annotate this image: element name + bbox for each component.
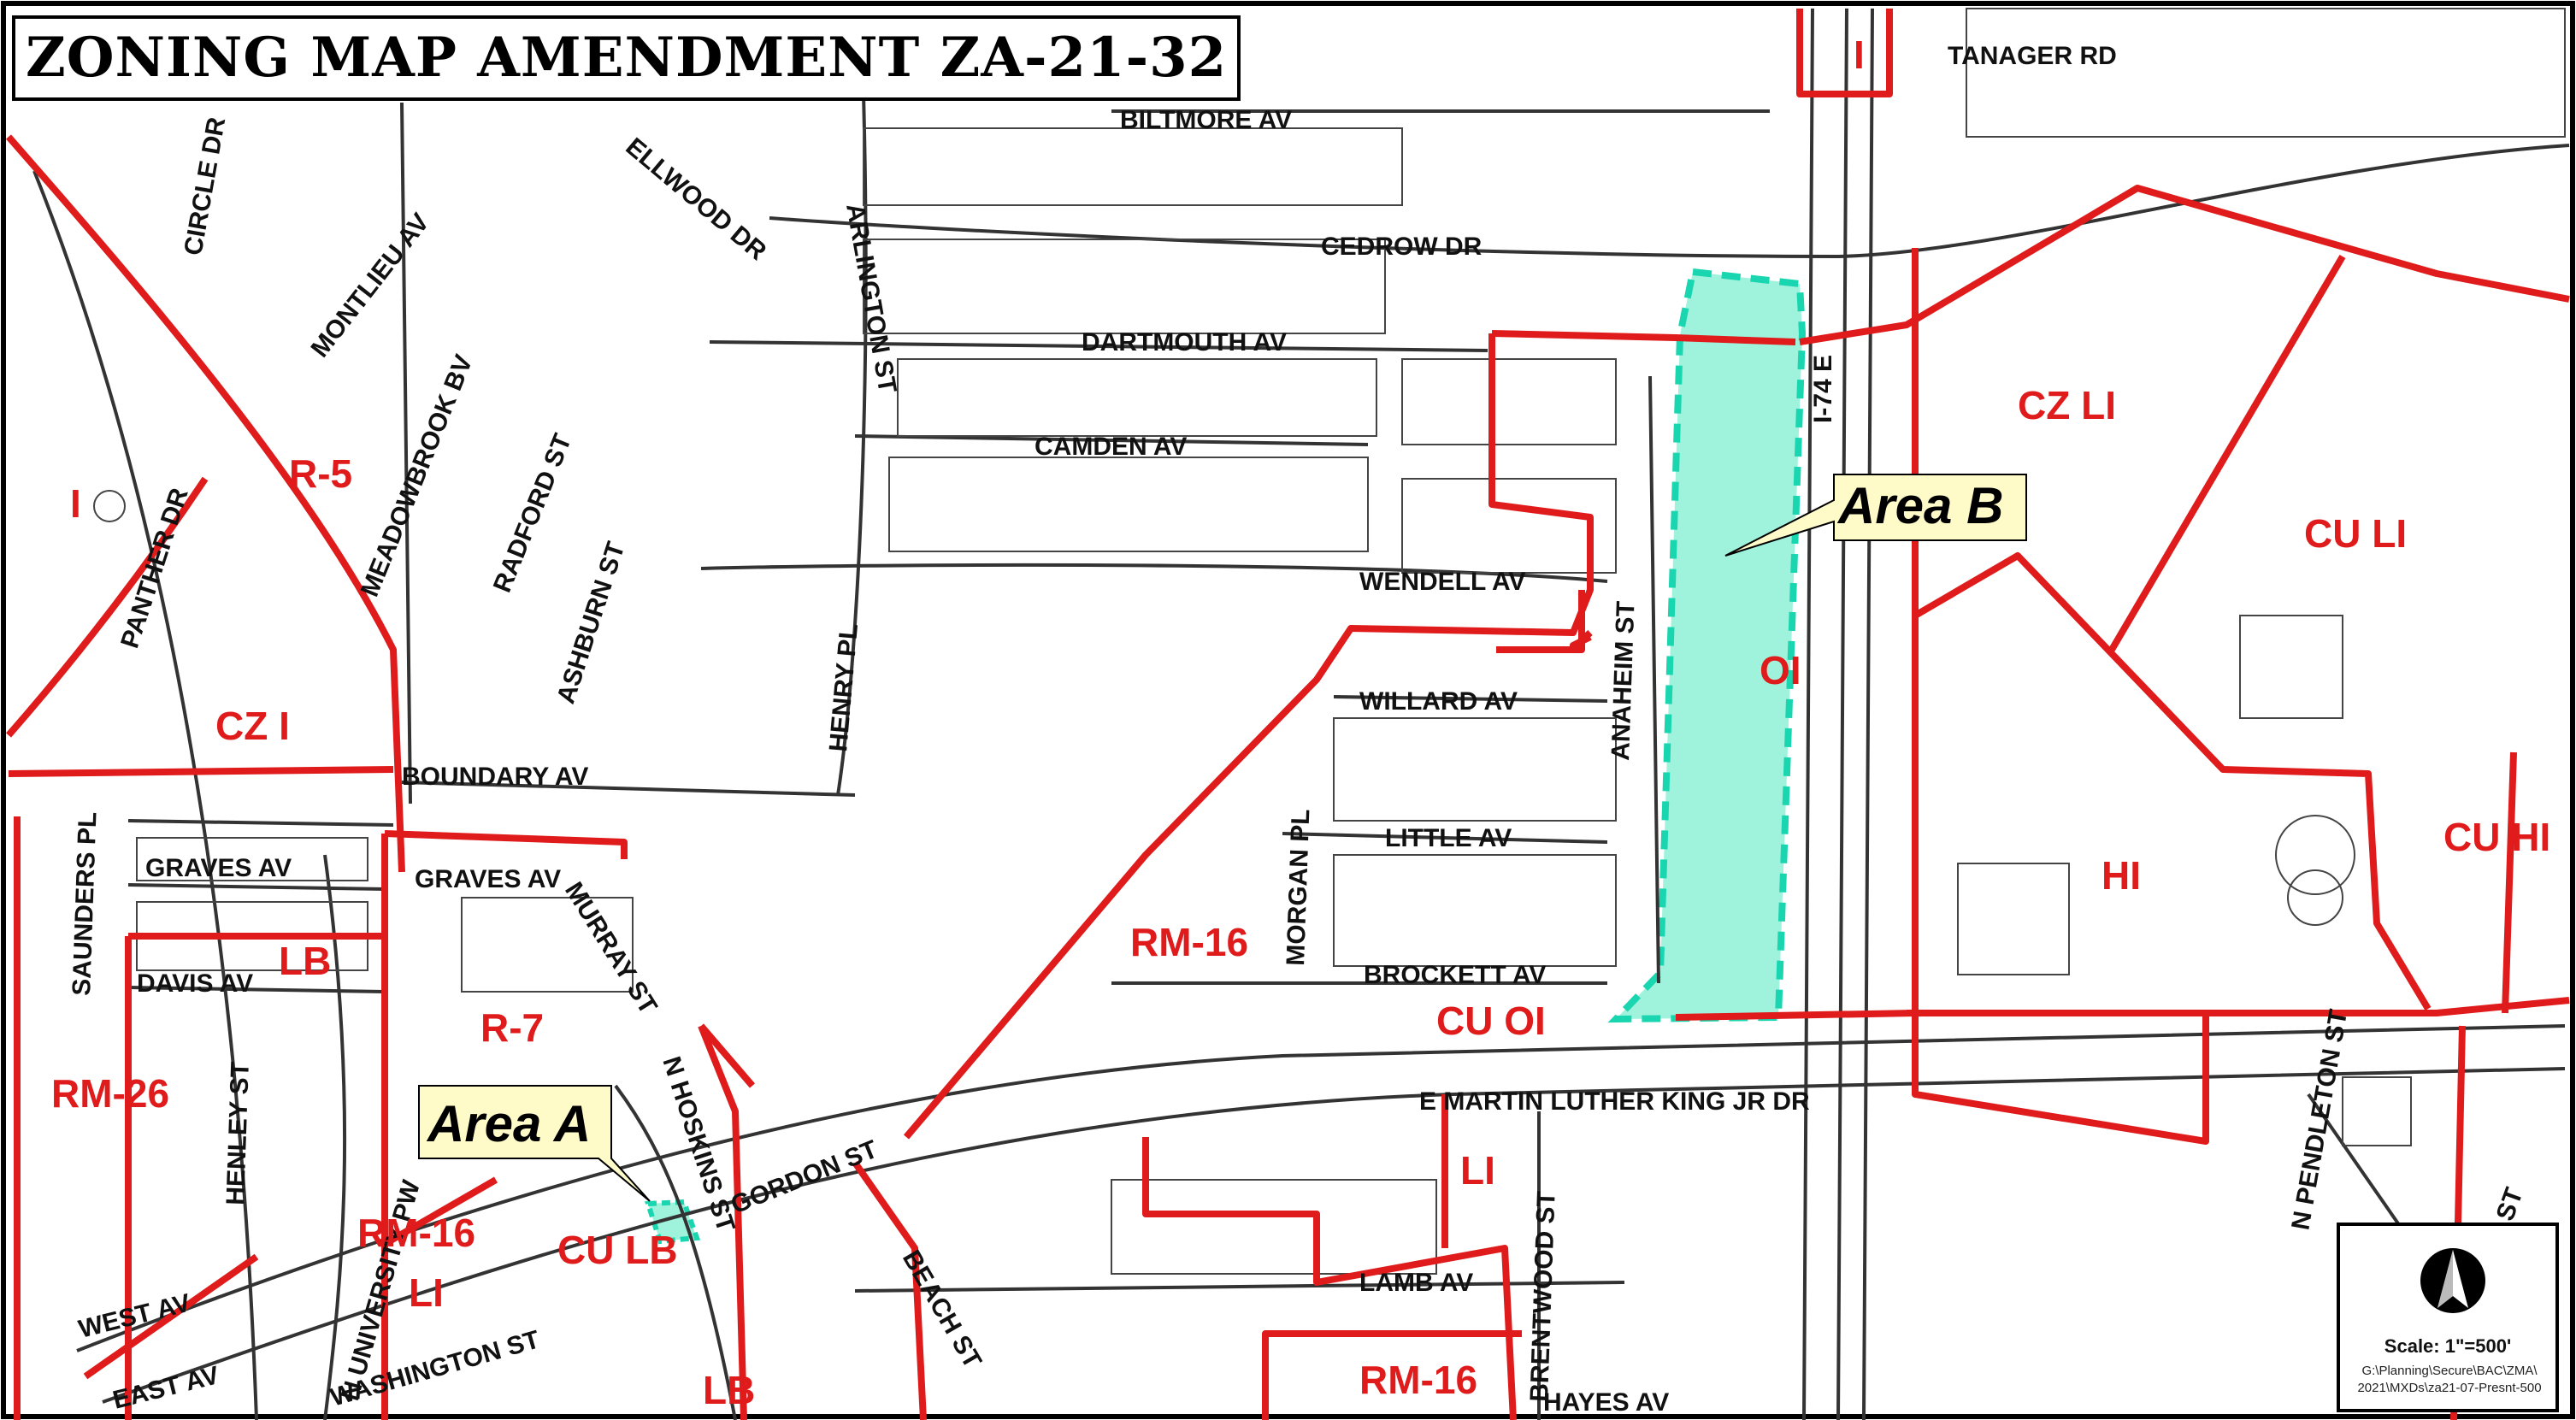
zone-label-hi: HI [2101,853,2141,898]
zone-label-rm16-bottom: RM-16 [1359,1358,1477,1402]
zone-label-i-top: I [1854,32,1865,77]
street-label-i74: I-74 E [1809,355,1837,423]
zone-label-r5: R-5 [289,451,352,496]
map-title: ZONING MAP AMENDMENT ZA-21-32 [12,15,1241,101]
street-label-boundary: BOUNDARY AV [402,763,588,791]
zone-labels: I R-5 I CZ I CZ LI CU LI OI HI CU HI RM-… [51,32,2550,1412]
zone-label-i-left: I [70,481,81,526]
zone-label-r7: R-7 [480,1005,544,1050]
street-label-camden: CAMDEN AV [1035,433,1187,461]
zone-label-li-mid: LI [1460,1148,1495,1193]
area-b-label: Area B [1836,477,2003,534]
street-label-hayes: HAYES AV [1543,1388,1669,1417]
zone-label-rm26: RM-26 [51,1071,169,1116]
zone-label-culb: CU LB [557,1228,678,1272]
street-label-willard: WILLARD AV [1359,687,1518,716]
file-path-line-1: G:\Planning\Secure\BAC\ZMA\ [2361,1364,2538,1378]
street-label-graves1: GRAVES AV [145,854,292,882]
street-network [32,8,2570,1420]
zone-label-rm16-low: RM-16 [357,1211,475,1255]
zone-label-rm16-mid: RM-16 [1130,920,1248,964]
zone-label-czli: CZ LI [2018,383,2116,427]
street-label-tanager: TANAGER RD [1948,42,2117,70]
street-label-morgan: MORGAN PL [1282,809,1315,966]
street-label-davis: DAVIS AV [137,969,253,998]
scale-label: Scale: 1"=500' [2384,1335,2512,1357]
zone-label-czi: CZ I [215,704,290,748]
street-label-cedrow: CEDROW DR [1321,233,1483,261]
area-b-callout: Area B [1724,474,2027,557]
street-label-biltmore: BILTMORE AV [1120,106,1292,134]
zone-label-lb2: LB [703,1368,755,1412]
street-label-dartmouth: DARTMOUTH AV [1082,328,1287,356]
street-label-little: LITTLE AV [1385,824,1512,852]
street-label-saunders: SAUNDERS PL [68,811,102,996]
parcel-blocks [93,8,2566,1275]
street-label-brockett: BROCKETT AV [1364,961,1546,989]
area-a-callout: Area A [418,1085,651,1202]
zone-label-cuoi: CU OI [1436,999,1546,1043]
area-a-label: Area A [426,1095,591,1152]
area-b-parcel [1607,268,1807,1023]
zone-label-li-low: LI [409,1270,444,1315]
zone-label-culi: CU LI [2304,511,2407,556]
street-label-anaheim: ANAHEIM ST [1606,601,1640,762]
zone-label-cuhi: CU HI [2443,815,2550,859]
street-label-graves2: GRAVES AV [415,865,561,893]
area-a-parcel [644,1199,701,1245]
file-path-line-2: 2021\MXDs\za21-07-Presnt-500 [2357,1381,2542,1395]
street-label-henley: HENLEY ST [221,1061,255,1205]
zone-label-lb1: LB [279,939,331,983]
zoning-boundaries [5,9,2570,1420]
scale-legend: Scale: 1"=500' G:\Planning\Secure\BAC\ZM… [2337,1223,2559,1412]
file-path: G:\Planning\Secure\BAC\ZMA\ 2021\MXDs\za… [2343,1363,2555,1397]
street-label-mlk: E MARTIN LUTHER KING JR DR [1419,1087,1810,1116]
street-label-wendell: WENDELL AV [1359,568,1525,596]
north-arrow-icon [2420,1248,2485,1313]
zone-label-oi: OI [1760,648,1801,692]
street-label-lamb: LAMB AV [1359,1269,1473,1297]
